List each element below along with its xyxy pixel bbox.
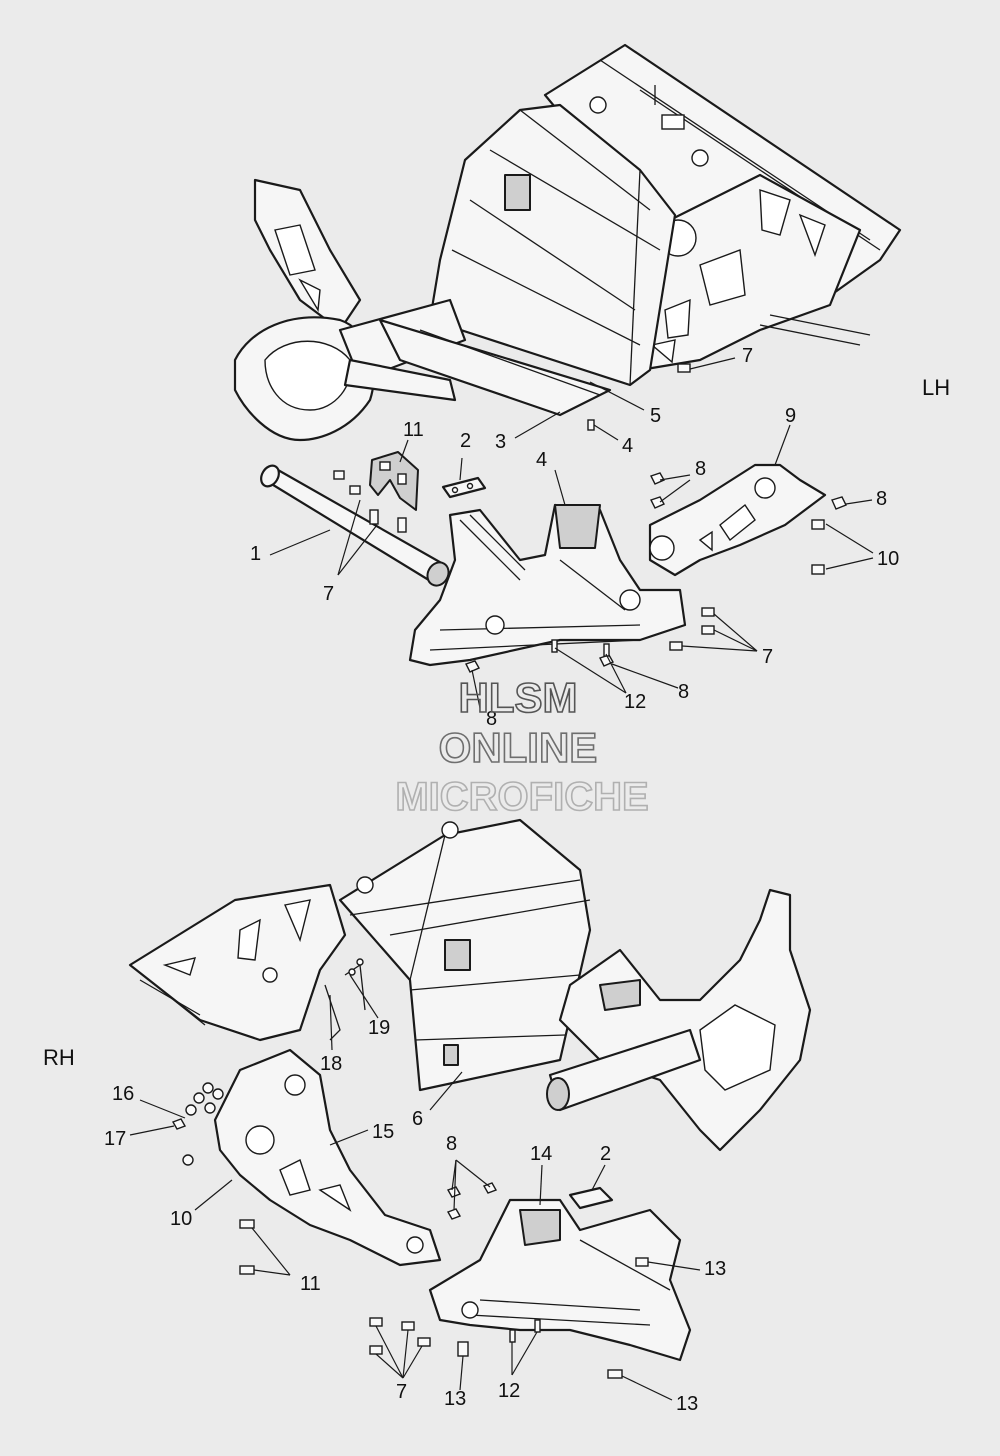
callout-9: 9 <box>785 405 796 427</box>
callout-3: 3 <box>495 431 506 453</box>
callout-4: 4 <box>536 449 547 471</box>
callout-1: 1 <box>250 543 261 565</box>
part-2-plate-bottom <box>568 1186 614 1210</box>
callout-17: 17 <box>104 1128 126 1150</box>
callout-19: 19 <box>368 1017 390 1039</box>
top-fasteners <box>333 363 847 673</box>
callout-15: 15 <box>372 1121 394 1143</box>
callout-2: 2 <box>460 430 471 452</box>
part-4-cross-member <box>408 503 687 667</box>
top-callouts: 7 5 4 3 11 2 12 4 9 8 8 10 1 7 7 8 12 8 <box>250 345 899 730</box>
bottom-fasteners <box>171 1082 649 1379</box>
callout-6: 6 <box>412 1108 423 1130</box>
top-frame-assembly <box>233 43 902 442</box>
bottom-frame-assembly <box>128 818 812 1152</box>
callout-18: 18 <box>320 1053 342 1075</box>
callout-12: 12 <box>498 1380 520 1402</box>
callout-12: 12 <box>624 691 646 713</box>
callout-10: 10 <box>877 548 899 570</box>
part-11-bracket <box>369 451 419 511</box>
callout-5: 4 <box>622 435 633 457</box>
callout-6: 5 <box>650 405 661 427</box>
callout-8: 8 <box>678 681 689 703</box>
top-leader-lines <box>269 357 874 709</box>
callout-2: 2 <box>600 1143 611 1165</box>
watermark-line-2: ONLINE <box>439 724 598 771</box>
lh-label: LH <box>922 375 950 400</box>
callout-13: 13 <box>444 1388 466 1410</box>
bottom-leader-lines <box>129 974 701 1401</box>
watermark: HLSM ONLINE MICROFICHE <box>395 673 650 820</box>
part-15-bracket <box>213 1048 442 1267</box>
callout-11: 11 <box>300 1273 321 1295</box>
callout-10: 10 <box>170 1208 192 1230</box>
callout-8: 8 <box>486 708 497 730</box>
part-1-tube <box>260 464 450 587</box>
callout-13: 13 <box>676 1393 698 1415</box>
bottom-callouts: 16 17 15 10 11 18 19 6 8 14 2 13 7 13 12… <box>104 1017 726 1415</box>
part-2-plate-top <box>441 476 487 499</box>
callout-7: 7 <box>323 583 334 605</box>
callout-13: 13 <box>704 1258 726 1280</box>
rh-label: RH <box>43 1045 75 1070</box>
watermark-line-1: HLSM <box>459 674 578 721</box>
callout-7: 7 <box>396 1381 407 1403</box>
callout-7: 7 <box>742 345 753 367</box>
callout-7: 7 <box>762 646 773 668</box>
callout-8: 8 <box>695 458 706 480</box>
callout-14: 14 <box>530 1143 552 1165</box>
callout-8: 8 <box>876 488 887 510</box>
part-14-cross-member <box>428 1198 692 1362</box>
part-9-bracket <box>648 463 827 577</box>
watermark-line-3: MICROFICHE <box>395 775 648 819</box>
callout-11: 11 <box>403 419 424 441</box>
callout-8: 8 <box>446 1133 457 1155</box>
callout-16: 16 <box>112 1083 134 1105</box>
